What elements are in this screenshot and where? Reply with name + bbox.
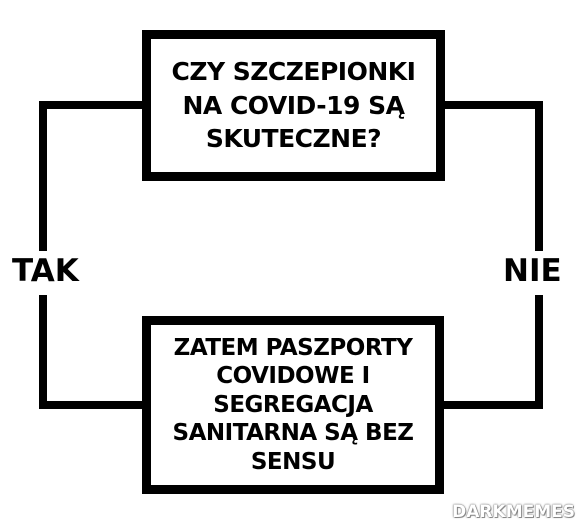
connector-left-vertical-upper [39, 101, 47, 251]
connector-left-top-horizontal [39, 101, 149, 109]
connector-right-top-horizontal [440, 101, 543, 109]
question-text: CZY SZCZEPIONKI NA COVID-19 SĄ SKUTECZNE… [171, 56, 416, 154]
edge-label-no: NIE [501, 252, 564, 291]
conclusion-text: ZATEM PASZPORTY COVIDOWE I SEGREGACJA SA… [172, 334, 414, 475]
connector-right-vertical-lower [535, 295, 543, 409]
watermark-logo: DARKMEMES [452, 502, 575, 522]
edge-label-yes: TAK [10, 252, 81, 291]
connector-right-bottom-horizontal [440, 401, 543, 409]
conclusion-box: ZATEM PASZPORTY COVIDOWE I SEGREGACJA SA… [142, 316, 444, 494]
connector-left-bottom-horizontal [39, 401, 149, 409]
connector-left-vertical-lower [39, 295, 47, 409]
question-box: CZY SZCZEPIONKI NA COVID-19 SĄ SKUTECZNE… [142, 30, 445, 181]
connector-right-vertical-upper [535, 101, 543, 251]
